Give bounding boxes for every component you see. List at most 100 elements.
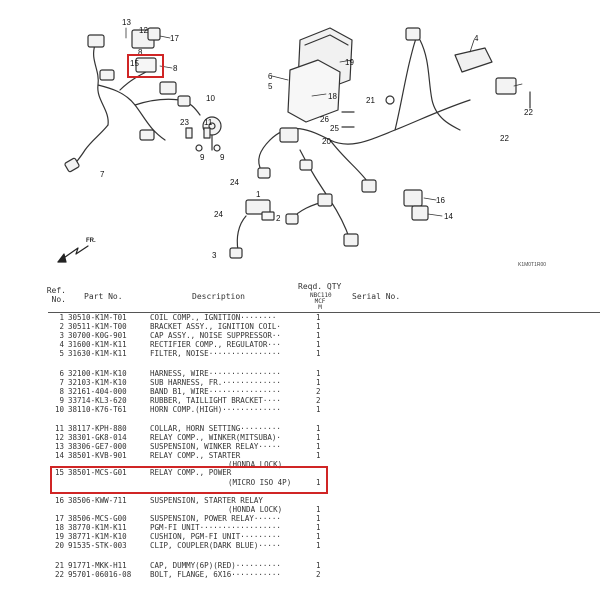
parts-diagram: 13 12 17 15 8 8 7 10 23 11 9 9 19 18 6 5…	[0, 0, 600, 280]
callout-11: 11	[204, 118, 213, 127]
callout-8b: 8	[138, 48, 143, 57]
callout-23: 23	[180, 118, 189, 127]
description-cell: CAP, DUMMY(6P)(RED)··········	[150, 561, 281, 570]
callout-9a: 9	[200, 153, 205, 162]
callout-5: 5	[268, 82, 273, 91]
description-cell: RECTIFIER COMP., REGULATOR···	[150, 340, 281, 349]
callout-22b: 22	[500, 134, 509, 143]
ref-cell: 8	[59, 387, 64, 396]
row-15-highlight-box	[50, 466, 328, 494]
drawing-code: K1M0T1R00	[518, 262, 547, 268]
ref-cell: 10	[54, 405, 64, 414]
part-number-cell: 32103-K1M-K10	[68, 378, 127, 387]
description-cell: BRACKET ASSY., IGNITION COIL·	[150, 322, 281, 331]
ref-cell: 6	[59, 369, 64, 378]
description-cell: PGM-FI UNIT··················	[150, 523, 281, 532]
description-cell: HARNESS, WIRE················	[150, 369, 281, 378]
part-number-cell: 33714-KL3-620	[68, 396, 127, 405]
description-cell: SUB HARNESS, FR.·············	[150, 378, 281, 387]
description-cell: (HONDA LOCK)	[228, 505, 283, 514]
callout-7: 7	[100, 170, 105, 179]
ref-cell: 17	[54, 514, 64, 523]
description-cell: BOLT, FLANGE, 6X16···········	[150, 570, 281, 579]
ref-cell: 9	[59, 396, 64, 405]
description-cell: RUBBER, TAILLIGHT BRACKET····	[150, 396, 281, 405]
ref-cell: 4	[59, 340, 64, 349]
ref-cell: 11	[54, 424, 64, 433]
quantity-cell: 1	[316, 442, 321, 451]
part-number-cell: 30511-K1M-T00	[68, 322, 127, 331]
part-number-cell: 32161-404-000	[68, 387, 127, 396]
description-cell: SUSPENSION, POWER RELAY······	[150, 514, 281, 523]
description-cell: HORN COMP.(HIGH)·············	[150, 405, 281, 414]
part-number-cell: 38501-KVB-901	[68, 451, 127, 460]
quantity-cell: 1	[316, 433, 321, 442]
callout-19: 19	[345, 58, 354, 67]
quantity-cell: 1	[316, 349, 321, 358]
callout-8: 8	[173, 64, 178, 73]
front-direction-label: FR.	[86, 238, 96, 244]
callout-24b: 24	[214, 210, 223, 219]
part-number-cell: 38117-KPH-880	[68, 424, 127, 433]
part-number-cell: 38770-K1M-K11	[68, 523, 127, 532]
header-serial-no: Serial No.	[352, 292, 401, 301]
description-cell: CLIP, COUPLER(DARK BLUE)·····	[150, 541, 281, 550]
description-cell: RELAY COMP., WINKER(MITSUBA)·	[150, 433, 281, 442]
description-cell: (MICRO ISO 4P)	[228, 478, 292, 487]
ref-cell: 14	[54, 451, 64, 460]
part-number-cell: 38501-MCS-G01	[68, 468, 127, 477]
callout-9b: 9	[220, 153, 225, 162]
description-cell: BAND B1, WIRE················	[150, 387, 281, 396]
quantity-cell: 1	[316, 523, 321, 532]
quantity-cell: 1	[316, 313, 321, 322]
ref-cell: 13	[54, 442, 64, 451]
header-ref: Ref. No.	[46, 286, 66, 304]
callout-2: 2	[276, 214, 281, 223]
description-cell: COLLAR, HORN SETTING·········	[150, 424, 281, 433]
header-reqd-qty: Reqd. QTY	[298, 282, 342, 291]
part-number-cell: 38301-GK8-014	[68, 433, 127, 442]
ref-cell: 19	[54, 532, 64, 541]
quantity-cell: 2	[316, 387, 321, 396]
callout-4: 4	[474, 34, 479, 43]
description-cell: RELAY COMP., POWER	[150, 468, 232, 477]
part-number-cell: 38506-KWW-711	[68, 496, 127, 505]
quantity-cell: 1	[316, 532, 321, 541]
quantity-cell: 2	[316, 396, 321, 405]
header-model: NBC110 MCF M	[310, 292, 332, 311]
ref-cell: 20	[54, 541, 64, 550]
quantity-cell: 1	[316, 505, 321, 514]
part-number-cell: 91535-STK-003	[68, 541, 127, 550]
description-cell: CAP ASSY., NOISE SUPPRESSOR··	[150, 331, 281, 340]
callout-21: 21	[366, 96, 375, 105]
ref-cell: 7	[59, 378, 64, 387]
part-number-cell: 30700-K0G-901	[68, 331, 127, 340]
quantity-cell: 1	[316, 478, 321, 487]
part-number-cell: 30510-K1M-T01	[68, 313, 127, 322]
header-description: Description	[192, 292, 245, 301]
quantity-cell: 1	[316, 514, 321, 523]
quantity-cell: 1	[316, 369, 321, 378]
callout-26: 26	[320, 115, 329, 124]
callout-6: 6	[268, 72, 273, 81]
quantity-cell: 1	[316, 561, 321, 570]
callout-22a: 22	[524, 108, 533, 117]
quantity-cell: 1	[316, 378, 321, 387]
description-cell: RELAY COMP., STARTER	[150, 451, 241, 460]
quantity-cell: 1	[316, 541, 321, 550]
callout-20: 20	[322, 137, 331, 146]
ref-cell: 22	[54, 570, 64, 579]
callout-17: 17	[170, 34, 179, 43]
ref-cell: 1	[59, 313, 64, 322]
quantity-cell: 1	[316, 331, 321, 340]
diagram-highlight-box	[127, 54, 164, 78]
ref-cell: 15	[54, 468, 64, 477]
callout-14: 14	[444, 212, 453, 221]
quantity-cell: 1	[316, 424, 321, 433]
ref-cell: 21	[54, 561, 64, 570]
ref-cell: 5	[59, 349, 64, 358]
quantity-cell: 2	[316, 570, 321, 579]
part-number-cell: 38506-MCS-G00	[68, 514, 127, 523]
header-rule	[48, 312, 600, 313]
description-cell: FILTER, NOISE················	[150, 349, 281, 358]
